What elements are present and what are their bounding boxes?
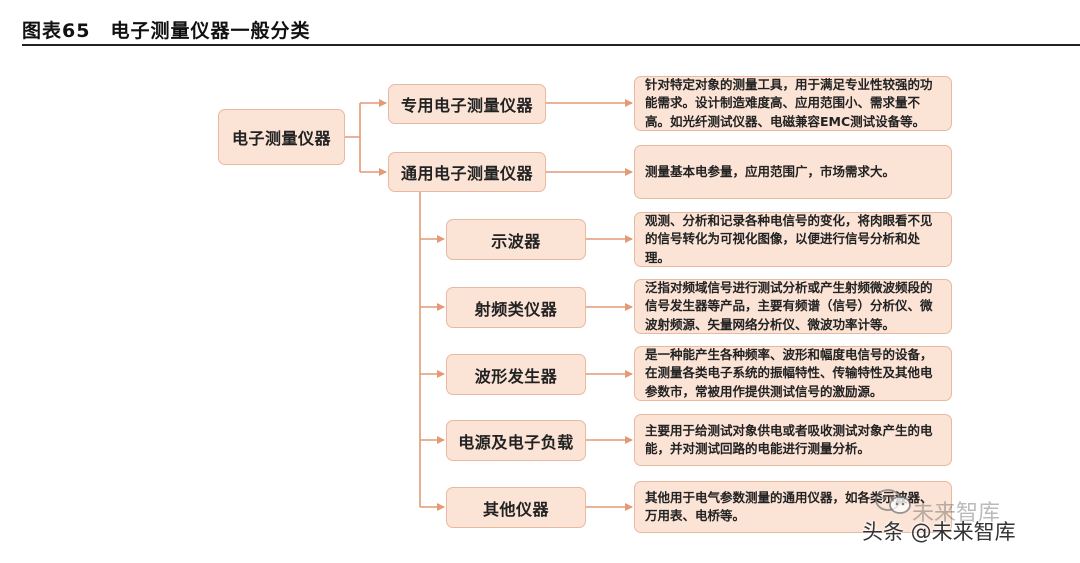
title-rule [22,44,1080,46]
type-oscilloscope-desc: 观测、分析和记录各种电信号的变化，将肉眼看不见的信号转化为可视化图像，以便进行信… [634,212,952,267]
category-general: 通用电子测量仪器 [388,152,546,192]
type-waveform-generator: 波形发生器 [446,354,586,395]
connector-root-trunk [345,103,361,172]
category-special: 专用电子测量仪器 [388,84,546,124]
type-rf-instrument: 射频类仪器 [446,287,586,328]
type-other: 其他仪器 [446,487,586,528]
category-special-desc: 针对特定对象的测量工具，用于满足专业性较强的功能需求。设计制造难度高、应用范围小… [634,76,952,131]
watermark-text: 头条 @未来智库 [862,520,1016,544]
type-oscilloscope: 示波器 [446,219,586,260]
root-node: 电子测量仪器 [218,109,345,165]
wechat-logo-icon [875,489,911,514]
figure-title: 图表65 电子测量仪器一般分类 [22,20,311,42]
category-general-desc: 测量基本电参量，应用范围广，市场需求大。 [634,145,952,199]
type-rf-desc: 泛指对频域信号进行测试分析或产生射频微波频段的信号发生器等产品，主要有频谱（信号… [634,279,952,334]
type-power-desc: 主要用于给测试对象供电或者吸收测试对象产生的电能，并对测试回路的电能进行测量分析… [634,414,952,466]
type-waveform-desc: 是一种能产生各种频率、波形和幅度电信号的设备，在测量各类电子系统的振幅特性、传输… [634,346,952,401]
type-power-load: 电源及电子负载 [446,420,586,461]
watermark-faint-text: 未来智库 [912,501,1001,526]
